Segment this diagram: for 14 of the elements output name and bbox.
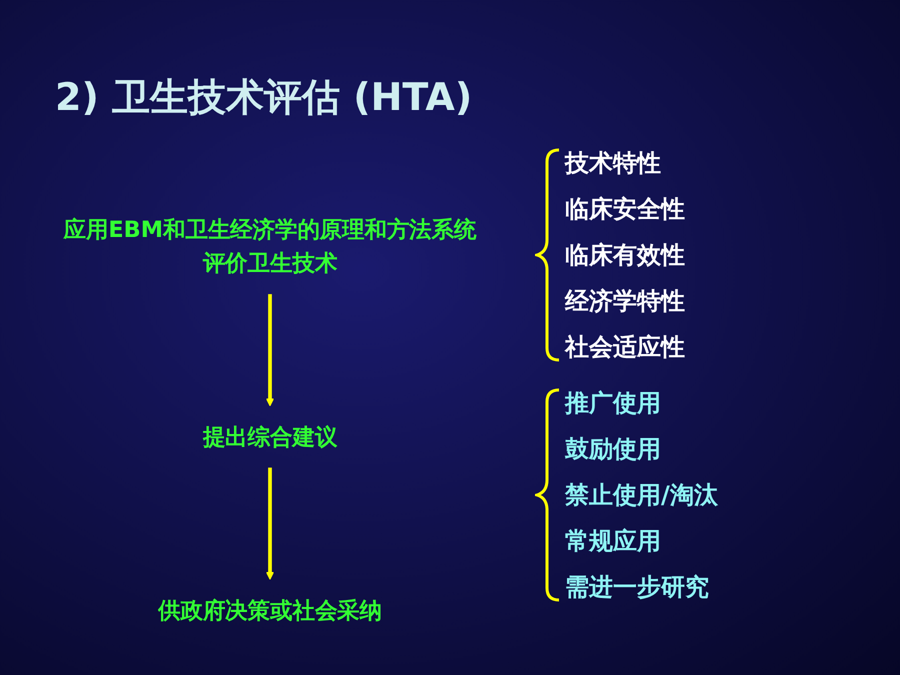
list-item: 需进一步研究 xyxy=(565,572,710,603)
list-item: 经济学特性 xyxy=(565,286,686,317)
list-item: 常规应用 xyxy=(565,526,662,557)
list-item: 技术特性 xyxy=(565,148,662,179)
title: 2) 卫生技术评估 (HTA) xyxy=(55,74,472,121)
list-item: 鼓励使用 xyxy=(565,434,662,465)
list-item: 推广使用 xyxy=(565,388,662,419)
list-item: 社会适应性 xyxy=(565,332,686,363)
arrow xyxy=(266,294,274,406)
list-item: 临床有效性 xyxy=(565,240,686,271)
arrow xyxy=(266,468,274,580)
list-item: 禁止使用/淘汰 xyxy=(565,480,719,511)
node-text: 应用EBM和卫生经济学的原理和方法系统评价卫生技术 xyxy=(64,216,476,276)
list-item: 临床安全性 xyxy=(565,194,686,225)
